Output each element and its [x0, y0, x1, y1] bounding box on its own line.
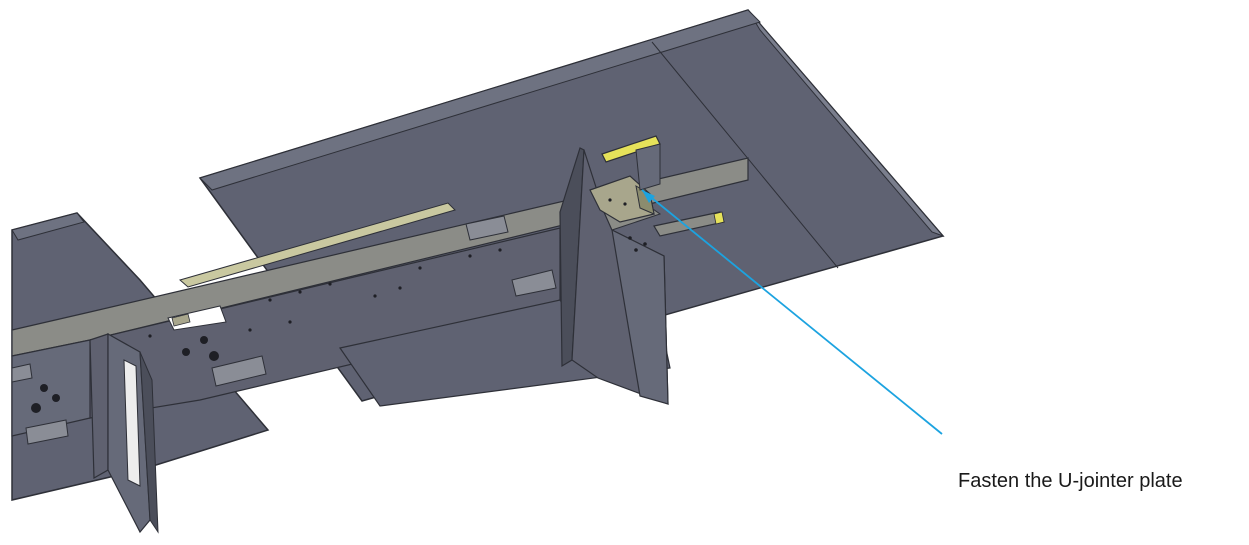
- support-pads: [11, 215, 557, 445]
- u-jointer-plate: [589, 175, 655, 223]
- top-bracket: [601, 135, 661, 191]
- callout-label: Fasten the U-jointer plate: [958, 470, 1183, 492]
- callout-arrowhead: [642, 190, 655, 203]
- front-vertical-post: [89, 332, 159, 534]
- callout-leader-line: [641, 189, 943, 435]
- bolt-holes: [31, 248, 502, 413]
- side-bracket: [653, 211, 725, 237]
- middle-vertical-post: [559, 147, 669, 405]
